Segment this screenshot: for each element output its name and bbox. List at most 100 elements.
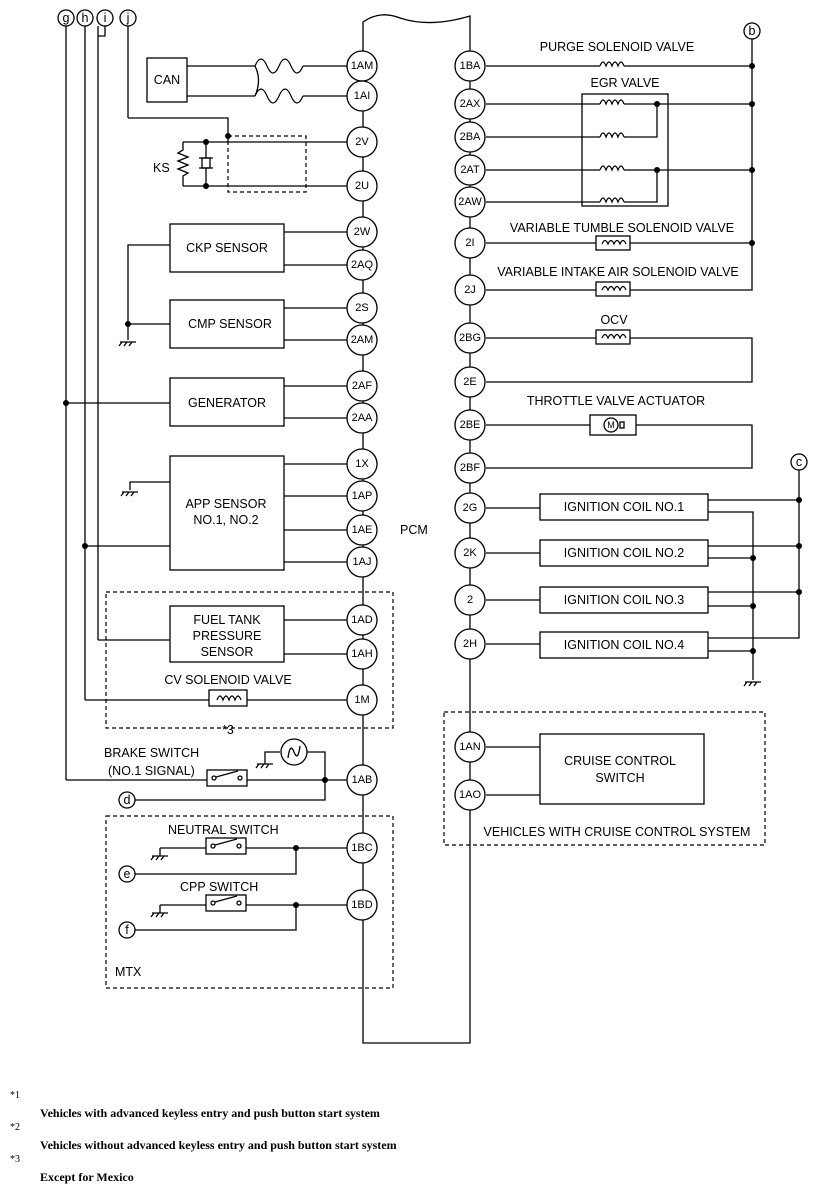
- pcm-pin-1AE: 1AE: [346, 514, 378, 546]
- pcm-pin-2S: 2S: [346, 292, 378, 324]
- pcm-pin-1AJ: 1AJ: [346, 546, 378, 578]
- svg-text:2H: 2H: [463, 638, 477, 650]
- svg-text:1X: 1X: [355, 458, 369, 470]
- footnote-1-mark: *1: [10, 1090, 20, 1101]
- pcm-pin-1AO: 1AO: [454, 779, 486, 811]
- svg-text:1BC: 1BC: [351, 842, 372, 854]
- svg-text:1AN: 1AN: [459, 741, 480, 753]
- neutral-switch-label: NEUTRAL SWITCH: [168, 823, 279, 837]
- svg-text:i: i: [104, 11, 107, 25]
- ignition-coil-1-box: [539, 493, 709, 521]
- pcm-pin-1AI: 1AI: [346, 80, 378, 112]
- svg-text:2AW: 2AW: [458, 196, 482, 208]
- connector-b: b: [743, 22, 761, 40]
- pcm-pin-1AP: 1AP: [346, 480, 378, 512]
- pcm-pin-1BA: 1BA: [454, 50, 486, 82]
- svg-text:2AQ: 2AQ: [351, 259, 373, 271]
- svg-text:2J: 2J: [464, 284, 476, 296]
- ckp-sensor-box: [169, 223, 285, 273]
- connector-h: h: [76, 9, 94, 27]
- pcm-pin-2AW: 2AW: [454, 186, 486, 218]
- ignition-coil-2-label: IGNITION COIL NO.2: [564, 546, 684, 560]
- pcm-pin-2AM: 2AM: [346, 324, 378, 356]
- svg-text:1AH: 1AH: [351, 648, 372, 660]
- pcm-pin-2AT: 2AT: [454, 154, 486, 186]
- svg-text:1AD: 1AD: [351, 614, 372, 626]
- egr-valve-label: EGR VALVE: [590, 76, 659, 90]
- svg-text:g: g: [63, 11, 70, 25]
- ftp-label-1: FUEL TANK: [193, 613, 261, 627]
- ignition-coil-4-box: [539, 631, 709, 659]
- purge-solenoid-label: PURGE SOLENOID VALVE: [540, 40, 694, 54]
- pcm-pin-2K: 2K: [454, 537, 486, 569]
- ks-label: KS: [153, 161, 170, 175]
- svg-text:2BG: 2BG: [459, 332, 481, 344]
- pcm-pin-1M: 1M: [346, 684, 378, 716]
- throttle-actuator-label: THROTTLE VALVE ACTUATOR: [527, 394, 705, 408]
- ignition-coil-3-box: [539, 586, 709, 614]
- svg-text:2E: 2E: [463, 376, 476, 388]
- svg-text:1AE: 1AE: [352, 524, 373, 536]
- generator-box: [169, 377, 285, 427]
- pcm-pin-2BF: 2BF: [454, 452, 486, 484]
- svg-text:2AX: 2AX: [460, 98, 481, 110]
- connector-e: e: [118, 865, 136, 883]
- pcm-pin-2V: 2V: [346, 126, 378, 158]
- brake-switch-label-2: (NO.1 SIGNAL): [108, 764, 195, 778]
- pcm-pin-2BA: 2BA: [454, 121, 486, 153]
- motor-label: M: [607, 420, 615, 430]
- connector-d: d: [118, 791, 136, 809]
- can-label: CAN: [154, 73, 180, 87]
- svg-text:j: j: [126, 11, 130, 25]
- footnote-2-mark: *2: [10, 1122, 20, 1133]
- footnote-1-text: Vehicles with advanced keyless entry and…: [40, 1106, 380, 1120]
- svg-text:e: e: [124, 867, 131, 881]
- svg-text:2AA: 2AA: [352, 412, 373, 424]
- pcm-pin-1X: 1X: [346, 448, 378, 480]
- pcm-pin-2G: 2G: [454, 492, 486, 524]
- variable-tumble-label: VARIABLE TUMBLE SOLENOID VALVE: [510, 221, 734, 235]
- pcm-pin-1AH: 1AH: [346, 638, 378, 670]
- svg-text:1BD: 1BD: [351, 899, 372, 911]
- pcm-pin-2BE: 2BE: [454, 409, 486, 441]
- cv-solenoid-label: CV SOLENOID VALVE: [164, 673, 291, 687]
- svg-text:2AF: 2AF: [352, 380, 372, 392]
- footnote-3-text: Except for Mexico: [40, 1170, 134, 1184]
- pcm-pin-2I: 2I: [454, 227, 486, 259]
- cmp-sensor-box: [169, 299, 285, 349]
- pcm-pin-2: 2: [454, 584, 486, 616]
- pcm-pin-2H: 2H: [454, 628, 486, 660]
- pcm-pin-2AA: 2AA: [346, 402, 378, 434]
- pcm-pin-2BG: 2BG: [454, 322, 486, 354]
- svg-text:2V: 2V: [355, 136, 369, 148]
- cmp-sensor-label: CMP SENSOR: [188, 317, 272, 331]
- svg-text:1AB: 1AB: [352, 774, 373, 786]
- svg-text:2AM: 2AM: [351, 334, 374, 346]
- svg-text:2U: 2U: [355, 180, 369, 192]
- pcm-pin-2U: 2U: [346, 170, 378, 202]
- app-sensor-label-1: APP SENSOR: [185, 497, 266, 511]
- svg-text:2W: 2W: [354, 226, 371, 238]
- connector-f: f: [118, 921, 136, 939]
- svg-text:1M: 1M: [354, 694, 369, 706]
- pcm-pin-2AF: 2AF: [346, 370, 378, 402]
- svg-text:c: c: [796, 455, 802, 469]
- pcm-body: [362, 14, 471, 1044]
- note-3-label: *3: [222, 723, 234, 737]
- pcm-pin-1AD: 1AD: [346, 604, 378, 636]
- ignition-coil-3-label: IGNITION COIL NO.3: [564, 593, 684, 607]
- pcm-pin-2W: 2W: [346, 216, 378, 248]
- pcm-pin-1AB: 1AB: [346, 764, 378, 796]
- svg-text:f: f: [125, 923, 129, 937]
- variable-intake-label: VARIABLE INTAKE AIR SOLENOID VALVE: [497, 265, 739, 279]
- footnote-2-text: Vehicles without advanced keyless entry …: [40, 1138, 397, 1152]
- connector-j: j: [119, 9, 137, 27]
- svg-text:1AI: 1AI: [354, 90, 371, 102]
- svg-text:2: 2: [467, 594, 473, 606]
- cruise-control-switch-box: [539, 733, 705, 805]
- svg-text:2G: 2G: [463, 502, 478, 514]
- ocv-label: OCV: [600, 313, 628, 327]
- svg-text:2BE: 2BE: [460, 419, 481, 431]
- app-sensor-label-2: NO.1, NO.2: [193, 513, 258, 527]
- app-sensor-box: [169, 455, 285, 571]
